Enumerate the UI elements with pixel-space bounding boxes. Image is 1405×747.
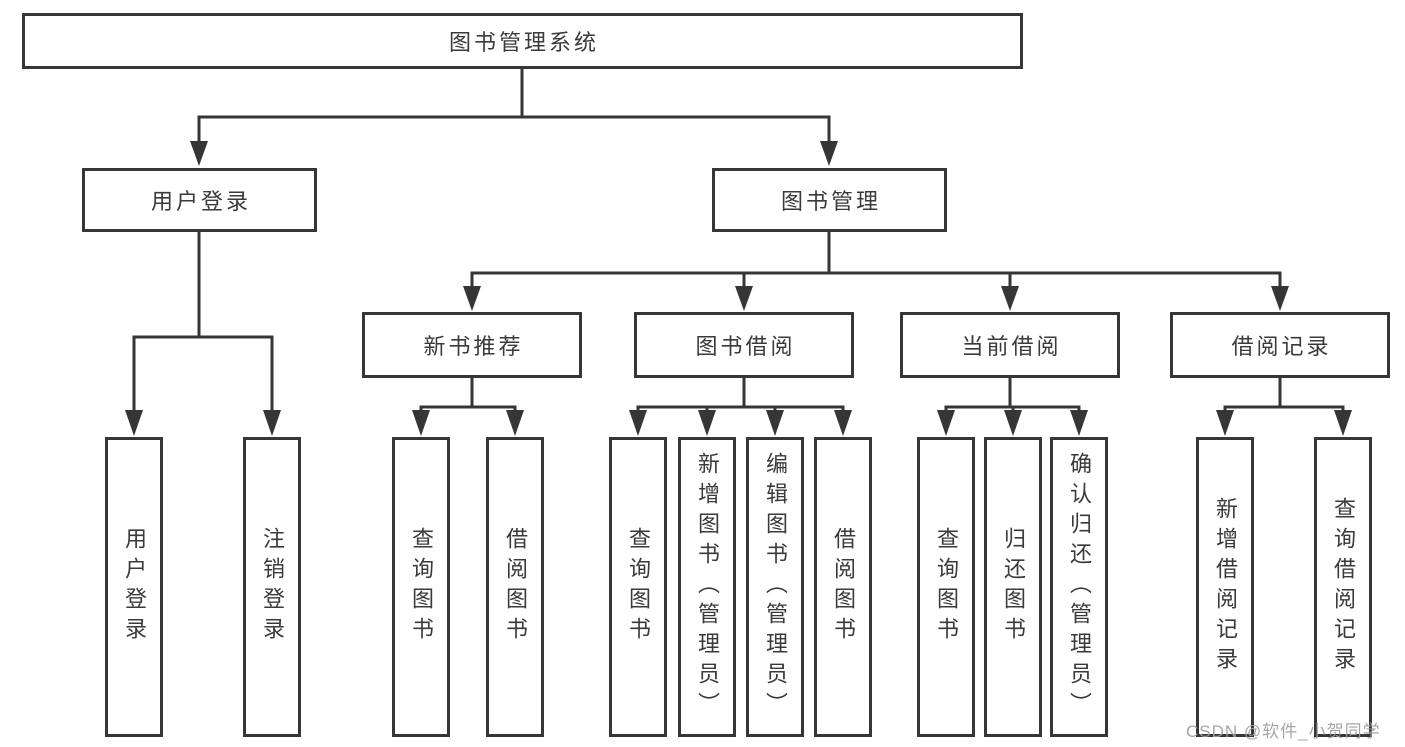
node-book-borrow: 图书借阅: [634, 312, 854, 378]
arrowhead: [820, 141, 838, 166]
watermark: CSDN @软件_小贺同学: [1186, 722, 1381, 741]
connector-level3-rail: [470, 271, 1282, 289]
arrowhead: [463, 286, 481, 311]
node-current-borrow: 当前借阅: [900, 312, 1120, 378]
arrowhead: [1216, 410, 1234, 436]
leaf-borrow-books-2: 借阅图书: [814, 437, 872, 737]
arrowhead: [735, 286, 753, 311]
leaf-user-login: 用户登录: [105, 437, 163, 737]
connector-user-login-rail: [132, 335, 274, 413]
arrowhead: [937, 410, 955, 436]
node-borrow-records: 借阅记录: [1170, 312, 1390, 378]
connector-borrow-record-rail: [1223, 405, 1345, 413]
arrowhead: [1070, 410, 1088, 436]
arrowhead: [263, 410, 281, 436]
leaf-add-book-admin: 新增图书（管理员）: [678, 437, 736, 737]
node-user-login: 用户登录: [82, 168, 317, 232]
arrowhead: [190, 141, 208, 166]
arrowhead: [1271, 286, 1289, 311]
arrowhead: [1334, 410, 1352, 436]
arrowhead: [834, 410, 852, 436]
leaf-query-borrow-record: 查询借阅记录: [1314, 437, 1372, 737]
arrowhead: [766, 410, 784, 436]
arrowhead: [125, 410, 143, 436]
connector-level2-rail: [197, 115, 831, 144]
leaf-logout-login: 注销登录: [243, 437, 301, 737]
node-root: 图书管理系统: [22, 13, 1023, 69]
leaf-return-books: 归还图书: [984, 437, 1042, 737]
leaf-query-books-3: 查询图书: [917, 437, 975, 737]
leaf-query-books-2: 查询图书: [609, 437, 667, 737]
arrowhead: [412, 410, 430, 436]
connector-new-book-rail: [419, 405, 517, 413]
arrowhead: [1001, 286, 1019, 311]
leaf-borrow-books-1: 借阅图书: [486, 437, 544, 737]
node-new-book-recommend: 新书推荐: [362, 312, 582, 378]
leaf-add-borrow-record: 新增借阅记录: [1196, 437, 1254, 737]
arrowhead: [1004, 410, 1022, 436]
node-book-management: 图书管理: [712, 168, 947, 232]
arrowhead: [506, 410, 524, 436]
connector-book-borrow-rail: [636, 405, 845, 413]
leaf-query-books-1: 查询图书: [392, 437, 450, 737]
leaf-edit-book-admin: 编辑图书（管理员）: [746, 437, 804, 737]
leaf-confirm-return-admin: 确认归还（管理员）: [1050, 437, 1108, 737]
arrowhead: [629, 410, 647, 436]
arrowhead: [698, 410, 716, 436]
